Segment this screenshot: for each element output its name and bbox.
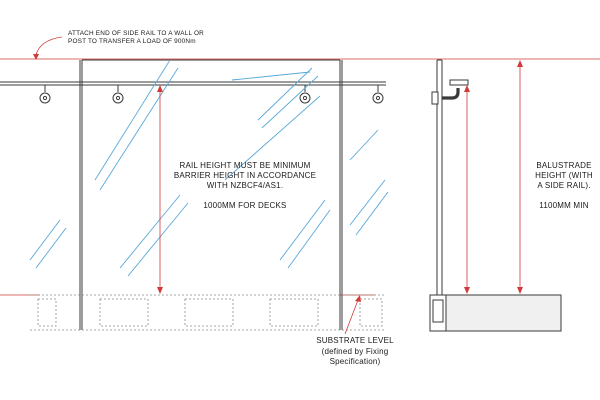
fixing-box-1	[37, 298, 57, 327]
front-elevation	[0, 59, 386, 330]
bal-note-line-4: 1100MM MIN	[539, 201, 589, 210]
side-section	[429, 59, 469, 332]
rail-height-dimension	[157, 85, 163, 294]
balustrade-height-note: BALUSTRADE HEIGHT (WITH A SIDE RAIL). 11…	[524, 161, 600, 211]
substrate-leader-arrow	[355, 295, 361, 302]
top-note-leader	[35, 36, 63, 56]
rail-note-line-1: RAIL HEIGHT MUST BE MINIMUM	[179, 161, 311, 170]
side-rail-note-line-2: POST TO TRANSFER A LOAD OF 900Nm	[68, 37, 196, 45]
bracket-3	[299, 85, 311, 104]
bal-note-line-3: A SIDE RAIL).	[537, 181, 591, 190]
glass-reflections	[29, 59, 389, 277]
fixing-box-3	[184, 298, 234, 327]
bal-note-line-1: BALUSTRADE	[536, 161, 592, 170]
substrate-band	[30, 294, 385, 331]
section-bracket-arm	[442, 88, 460, 100]
section-rail-clamp	[431, 91, 439, 105]
fixing-box-2	[99, 298, 149, 327]
rail-note-line-2: BARRIER HEIGHT IN ACCORDANCE	[173, 171, 317, 180]
fixing-box-5	[359, 298, 383, 327]
section-substrate	[445, 294, 562, 332]
bal-note-line-2: HEIGHT (WITH	[535, 171, 593, 180]
bracket-1	[39, 85, 51, 104]
rail-note-line-4: 1000MM FOR DECKS	[203, 201, 287, 210]
substrate-level-note: SUBSTRATE LEVEL (defined by Fixing Speci…	[300, 336, 410, 368]
rail-note-line-3: WITH NZBCF4/AS1.	[206, 181, 284, 190]
sub-note-line-2: (defined by Fixing	[321, 346, 389, 356]
sub-note-line-3: Specification)	[329, 357, 381, 366]
side-rail-attachment-note: ATTACH END OF SIDE RAIL TO A WALL OR POS…	[68, 30, 228, 45]
section-base-inner	[432, 299, 444, 323]
fixing-box-4	[269, 298, 319, 327]
section-handrail	[449, 79, 469, 86]
bracket-4	[372, 85, 384, 104]
top-note-leader-arrow	[33, 54, 39, 60]
bracket-2	[112, 85, 124, 104]
reference-lines	[0, 58, 600, 296]
handrail-brackets	[39, 85, 384, 104]
section-dimensions	[464, 60, 523, 294]
sub-note-line-1: SUBSTRATE LEVEL	[316, 336, 394, 345]
substrate-leader	[344, 299, 359, 335]
side-rail-note-line-1: ATTACH END OF SIDE RAIL TO A WALL OR	[68, 30, 204, 37]
rail-height-note: RAIL HEIGHT MUST BE MINIMUM BARRIER HEIG…	[150, 161, 340, 211]
